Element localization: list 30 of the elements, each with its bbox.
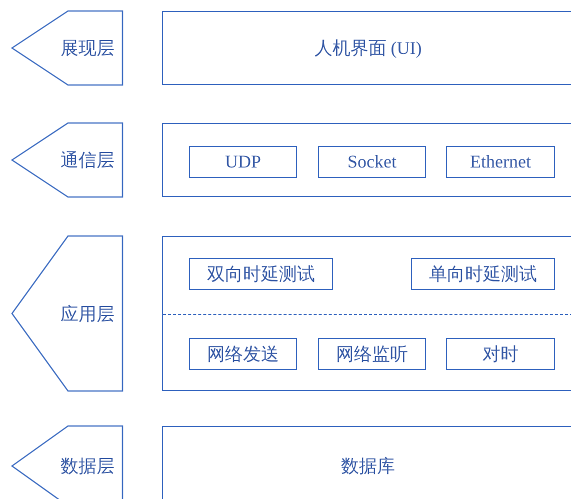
layer-label: 网络发送 <box>206 343 280 366</box>
layer-arrow-shape <box>12 123 123 197</box>
layer-panel <box>162 123 571 197</box>
layer-label: 数据库 <box>340 455 396 478</box>
layer-label: 展现层 <box>60 37 116 60</box>
layer-label: 单向时延测试 <box>428 263 538 286</box>
module-box <box>189 146 297 178</box>
layer-label: Ethernet <box>469 152 532 172</box>
layer-label: 通信层 <box>60 149 116 172</box>
layer-label: 数据层 <box>60 455 116 478</box>
module-box <box>318 146 426 178</box>
layer-label: 应用层 <box>60 302 116 326</box>
layer-label: 网络监听 <box>335 343 409 366</box>
layer-arrow-shape <box>12 11 123 85</box>
layer-arrow-shape <box>12 236 123 391</box>
layer-label: 对时 <box>482 343 520 366</box>
module-box <box>189 338 297 370</box>
layer-label: 人机界面 (UI) <box>313 37 423 60</box>
module-box <box>446 146 555 178</box>
layer-arrow-shape <box>12 426 123 499</box>
module-box <box>318 338 426 370</box>
module-box <box>446 338 555 370</box>
layer-panel <box>162 236 571 391</box>
module-box <box>411 258 555 290</box>
layer-label: UDP <box>224 152 262 172</box>
layer-label: 双向时延测试 <box>206 263 316 286</box>
layer-panel <box>162 426 571 499</box>
layer-label: Socket <box>346 152 398 172</box>
module-box <box>189 258 333 290</box>
layer-panel <box>162 11 571 85</box>
